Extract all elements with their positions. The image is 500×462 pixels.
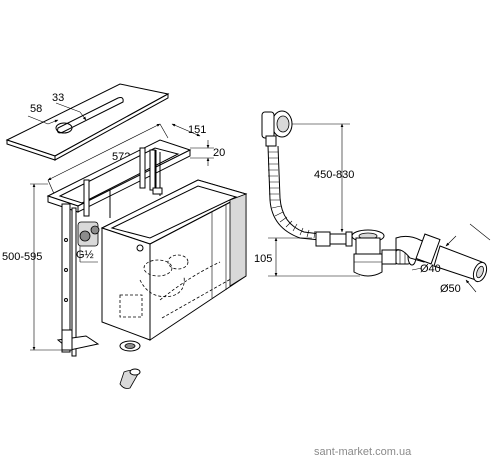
dim-33: 33 [52,92,87,121]
mounting-frame [46,139,192,357]
dim-d40: Ø40 [411,263,441,275]
dim-g-half: G½ [76,246,98,263]
dim-d50: Ø50 [440,223,491,295]
dim-20-label: 20 [213,147,225,159]
coupling [315,231,353,247]
d50-label: Ø50 [440,283,461,295]
dim-500-595-label: 500-595 [2,251,42,263]
dim-151-label: 151 [188,124,206,136]
g-half-label: G½ [76,249,94,261]
dim-20: 20 [190,140,225,166]
dim-105: 105 [254,237,360,277]
dim-450-830: 450-830 [292,123,354,233]
dim-105-label: 105 [254,253,272,265]
outlet-elbow [395,233,488,283]
d40-label: Ø40 [420,263,441,275]
watermark: sant-market.com.ua [314,446,412,458]
water-connection [77,221,100,247]
dim-58-label: 58 [30,103,42,115]
dim-500-595: 500-595 [2,183,62,351]
dim-33-label: 33 [52,92,64,104]
overflow-head [261,110,293,147]
overflow-hose [267,145,321,241]
dim-450-830-label: 450-830 [314,169,354,181]
dim-151: 151 [171,123,206,137]
dim-58: 58 [27,103,59,125]
outlet-fittings [119,340,141,389]
cistern-tank [100,179,248,341]
